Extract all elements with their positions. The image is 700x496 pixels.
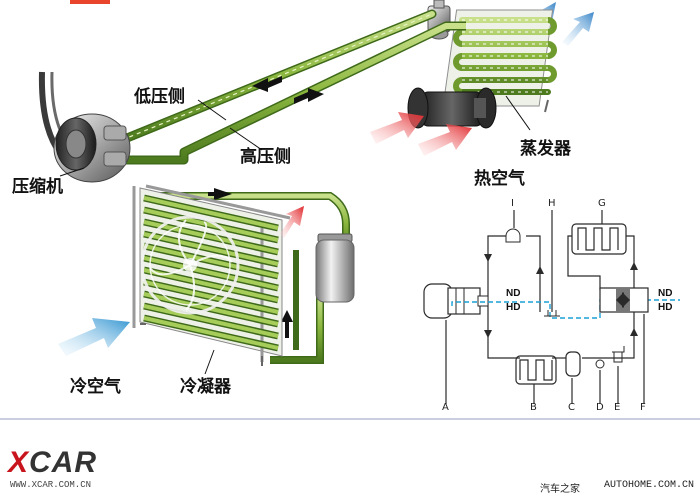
schematic-sensor-d [595,359,605,369]
schematic-line-top [526,235,541,312]
schematic-line-left-down [487,300,520,359]
header-strip [70,0,110,4]
compressor-label: 压缩机 [12,177,63,197]
low-side-label: 低压侧 [134,87,185,107]
condenser-tube-highlight [143,280,279,314]
condenser-tube-highlight [143,256,279,290]
schematic-expansion-valve [599,287,649,313]
footer-bar: XCAR WWW.XCAR.COM.CN 汽车之家 AUTOHOME.COM.C… [0,418,700,496]
schematic-line-left-up [487,235,512,300]
refrigerant-pipes [117,9,466,364]
schematic-dashed-line [451,299,680,319]
schematic-nd-label: ND [506,288,521,299]
condenser-tube-highlight [143,244,279,278]
compressor [38,71,131,183]
condenser-hot-arrow [280,206,304,238]
schematic-line-g-left [567,235,601,290]
hot-air-arrows [370,112,472,156]
xcar-url: WWW.XCAR.COM.CN [10,480,92,490]
ac-schematic [445,210,645,404]
schematic-hd-label: HD [506,302,521,313]
xcar-logo: XCAR [8,446,98,479]
condenser-tube-highlight [143,196,279,230]
schematic-condenser [519,359,553,381]
schematic-line-bottom-2 [582,306,635,359]
diagram-artwork [38,0,680,404]
schematic-hd-right-label: HD [658,302,673,313]
schematic-letter-e: E [614,402,621,413]
schematic-letter-b: B [530,402,537,413]
schematic-line-g-right [626,235,635,290]
high-side-label: 高压侧 [240,147,291,167]
schematic-letter-a: A [442,402,449,413]
schematic-letter-c: C [568,402,575,413]
schematic-receiver [565,351,581,377]
blower-fan [407,87,497,129]
schematic-arrows [484,254,638,338]
schematic-letter-h: H [548,198,556,209]
schematic-fitting-h [544,310,560,317]
evaporator-coil [442,9,557,113]
condenser-tube-highlight [143,304,279,338]
evaporator-label: 蒸发器 [520,139,571,159]
schematic-switch-e [612,346,625,363]
autohome-url: AUTOHOME.COM.CN [603,480,694,491]
condenser-tube-highlight [143,208,279,242]
autohome-name: 汽车之家 [540,484,580,495]
hot-air-label: 热空气 [474,169,525,189]
condenser-tube-highlight [143,220,279,254]
cold-air-arrow [58,318,130,356]
schematic-letter-i: I [511,198,514,209]
receiver-drier [315,233,355,303]
schematic-nd-right-label: ND [658,288,673,299]
flow-arrows [208,76,324,338]
schematic-compressor [423,283,489,319]
schematic-evaporator [577,227,619,251]
schematic-letter-d: D [596,402,604,413]
schematic-valve-i [505,228,521,243]
schematic-letter-f: F [640,402,646,413]
cold-air-label: 冷空气 [70,377,121,397]
condenser-tube-highlight [143,316,279,350]
condenser-label: 冷凝器 [180,377,231,397]
label-leaders [59,95,531,375]
schematic-letter-g: G [598,198,606,209]
condenser [132,184,291,366]
condenser-tube-highlight [143,232,279,266]
